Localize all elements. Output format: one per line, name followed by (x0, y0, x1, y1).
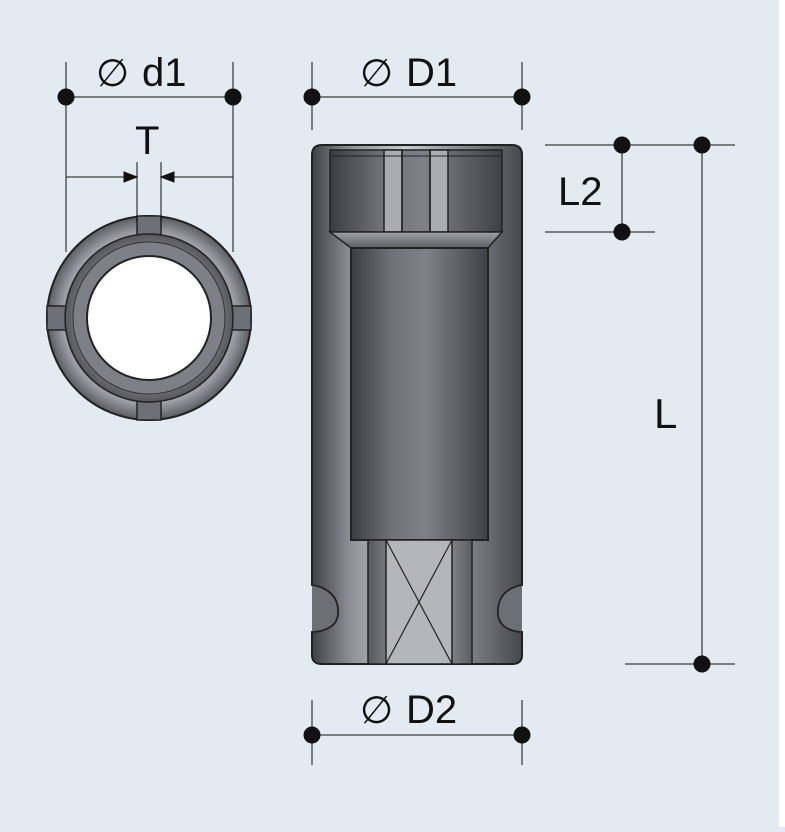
D1-right-point (513, 88, 531, 106)
spline-lugs (383, 149, 449, 233)
d1-text: d1 (142, 51, 187, 95)
D1-diameter-symbol: ∅ (360, 53, 393, 95)
square-drive-cross-2 (385, 539, 453, 665)
L-dimension (625, 136, 735, 673)
right-edge-strip (779, 0, 785, 827)
D2-right-point (513, 726, 531, 744)
T-dimension (66, 162, 233, 222)
D1-label: ∅ D1 (360, 51, 457, 95)
side-view (311, 144, 523, 665)
D1-left-point (303, 88, 321, 106)
D1-text: D1 (406, 51, 457, 95)
d1-right-point (224, 88, 242, 106)
L2-bottom-point (613, 223, 631, 241)
right-groove (497, 584, 523, 633)
D2-diameter-symbol: ∅ (360, 690, 393, 732)
L2-label: L2 (558, 170, 603, 214)
d1-diameter-symbol: ∅ (96, 53, 129, 95)
d1-dimension (57, 62, 242, 252)
end-view-bore (86, 255, 212, 381)
d1-left-point (57, 88, 75, 106)
D2-dimension (303, 700, 531, 765)
D1-dimension (303, 62, 531, 130)
d1-label: ∅ d1 (96, 51, 187, 95)
T-arrow-left (123, 171, 139, 183)
L2-top-point (613, 136, 631, 154)
D2-text: D2 (406, 688, 457, 732)
inner-bore (350, 247, 489, 541)
T-arrow-right (159, 171, 175, 183)
top-opening (329, 149, 503, 233)
T-label: T (135, 119, 159, 163)
D2-label: ∅ D2 (360, 688, 457, 732)
left-groove (311, 584, 339, 633)
L-bottom-point (693, 655, 711, 673)
end-view (46, 215, 252, 421)
L-top-point (693, 136, 711, 154)
D2-left-point (303, 726, 321, 744)
inner-chamfer (327, 231, 504, 249)
L-label: L (654, 390, 677, 437)
